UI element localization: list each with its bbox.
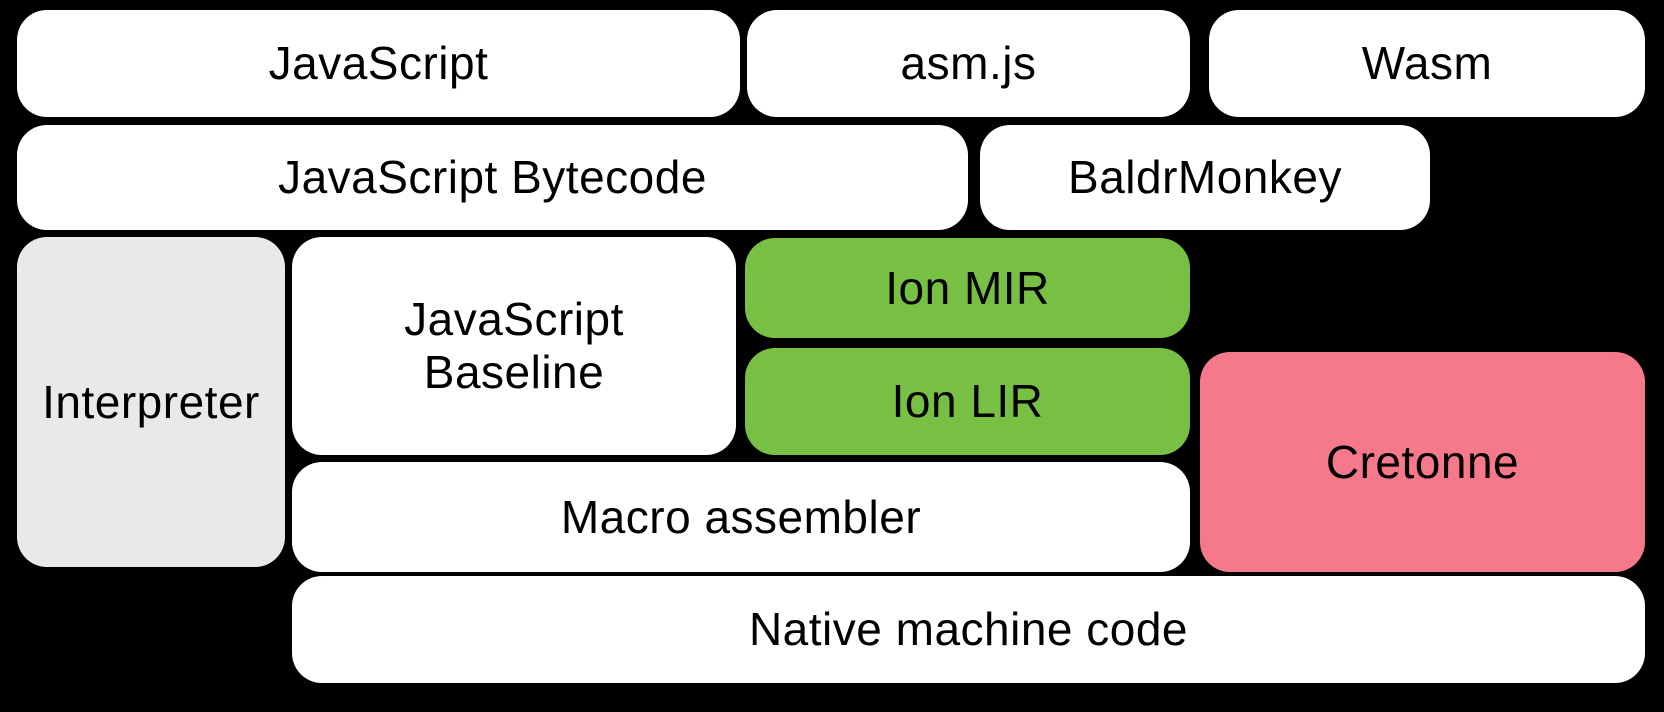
node-asmjs: asm.js xyxy=(747,10,1190,117)
node-baldrmonkey-label: BaldrMonkey xyxy=(1068,151,1342,204)
node-native-machine-code: Native machine code xyxy=(292,576,1645,683)
node-ion-lir: Ion LIR xyxy=(745,348,1190,455)
node-native-machine-code-label: Native machine code xyxy=(748,603,1189,656)
node-cretonne-label: Cretonne xyxy=(1325,435,1520,488)
node-javascript-baseline-label: JavaScript Baseline xyxy=(404,293,624,398)
node-javascript-bytecode: JavaScript Bytecode xyxy=(17,125,968,230)
node-javascript: JavaScript xyxy=(17,10,740,117)
node-wasm: Wasm xyxy=(1209,10,1645,117)
node-ion-mir: Ion MIR xyxy=(745,238,1190,338)
node-javascript-baseline: JavaScript Baseline xyxy=(292,237,736,455)
node-wasm-label: Wasm xyxy=(1361,37,1493,90)
node-interpreter: Interpreter xyxy=(17,237,285,567)
node-javascript-label: JavaScript xyxy=(268,37,489,90)
node-ion-lir-label: Ion LIR xyxy=(891,375,1044,428)
node-macro-assembler: Macro assembler xyxy=(292,462,1190,572)
node-ion-mir-label: Ion MIR xyxy=(885,261,1050,314)
node-cretonne: Cretonne xyxy=(1200,352,1645,572)
node-interpreter-label: Interpreter xyxy=(42,375,260,428)
node-macro-assembler-label: Macro assembler xyxy=(560,490,922,543)
node-baldrmonkey: BaldrMonkey xyxy=(980,125,1430,230)
node-asmjs-label: asm.js xyxy=(900,37,1037,90)
node-javascript-bytecode-label: JavaScript Bytecode xyxy=(278,151,707,204)
